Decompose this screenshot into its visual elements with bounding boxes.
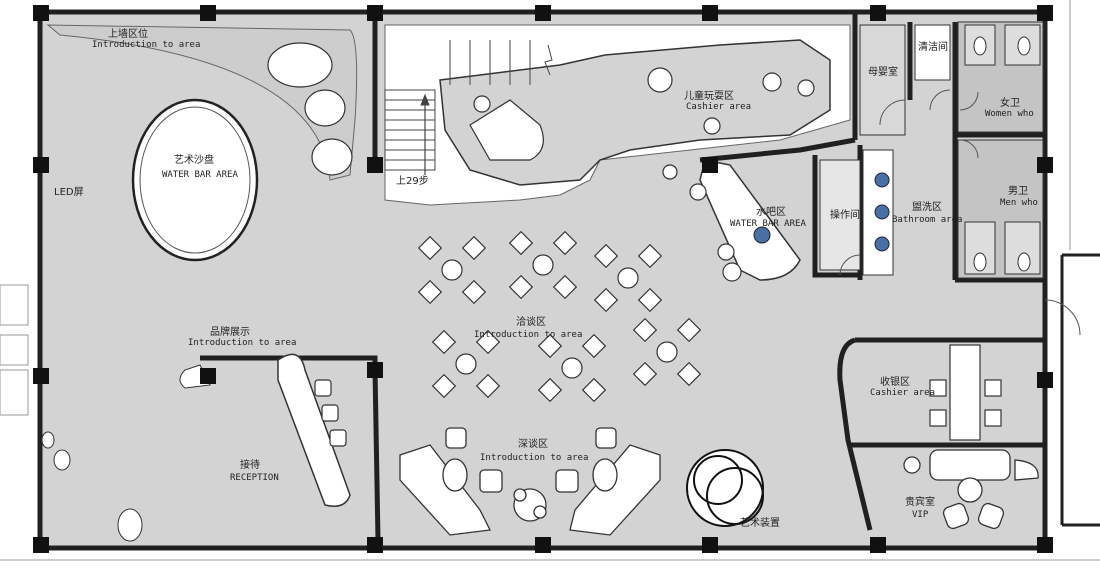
structural-columns	[33, 5, 1053, 553]
label-washroom: 盥洗区	[912, 201, 942, 213]
art-installation	[686, 449, 764, 527]
label-cashier-en: Cashier area	[870, 388, 935, 398]
art-sandbox-inner	[139, 106, 251, 254]
label-men: 男卫	[1008, 185, 1028, 197]
reception-desk	[277, 353, 351, 507]
label-men-en: Men who	[1000, 198, 1038, 208]
staircase	[384, 40, 553, 175]
reception-stools	[314, 379, 347, 447]
water-bar-counter	[699, 159, 801, 281]
label-washroom-en: Bathroom area	[892, 215, 962, 225]
label-negotiation: 洽谈区	[516, 315, 546, 328]
label-deep-talk-en: Introduction to area	[480, 453, 588, 463]
kids-zone-furniture	[469, 67, 815, 282]
label-stairs: 上29步	[396, 175, 429, 187]
cashier-counter	[929, 344, 1002, 441]
interior-walls	[200, 12, 1045, 541]
label-top-wall: 上墙区位	[108, 27, 148, 40]
label-top-wall-en: Introduction to area	[92, 40, 200, 50]
label-brand-en: Introduction to area	[188, 338, 296, 348]
label-women-en: Women who	[985, 109, 1034, 119]
top-wall-seats	[267, 42, 353, 176]
label-cashier: 收银区	[880, 375, 910, 388]
label-sandbox-en: WATER BAR AREA	[162, 170, 238, 180]
label-art-install: 艺术装置	[740, 516, 780, 529]
outside-area	[0, 0, 1100, 561]
label-cleaning: 清洁间	[918, 40, 948, 53]
vip-furniture	[903, 449, 1039, 530]
label-deep-talk: 深谈区	[518, 437, 548, 450]
label-kids: 儿童玩耍区	[684, 89, 734, 102]
door-swings	[839, 89, 1081, 336]
negotiation-tables	[417, 230, 702, 403]
label-waterbar: 水吧区	[756, 206, 786, 218]
art-sandbox	[131, 98, 259, 262]
label-brand: 品牌展示	[210, 325, 250, 338]
zone-labels: 上墙区位 Introduction to area 艺术沙盘 WATER BAR…	[54, 27, 1038, 529]
label-women: 女卫	[1000, 96, 1020, 109]
label-reception-en: RECEPTION	[230, 473, 279, 483]
misc-decor	[41, 431, 143, 542]
label-led: LED屏	[54, 186, 84, 198]
label-kids-en: Cashier area	[686, 102, 751, 112]
restrooms	[819, 21, 1044, 279]
label-reception: 接待	[240, 458, 260, 471]
label-sandbox: 艺术沙盘	[174, 153, 214, 166]
washbasins	[874, 172, 890, 252]
label-vip-en: VIP	[912, 510, 929, 520]
water-bar-sink	[753, 226, 771, 244]
label-waterbar-en: WATER BAR AREA	[730, 219, 806, 229]
label-mother: 母婴室	[868, 65, 898, 78]
label-negotiation-en: Introduction to area	[474, 330, 582, 340]
label-vip: 贵宾室	[905, 495, 935, 508]
deep-talk-lounge	[399, 427, 661, 536]
label-operation: 操作间	[830, 208, 860, 221]
